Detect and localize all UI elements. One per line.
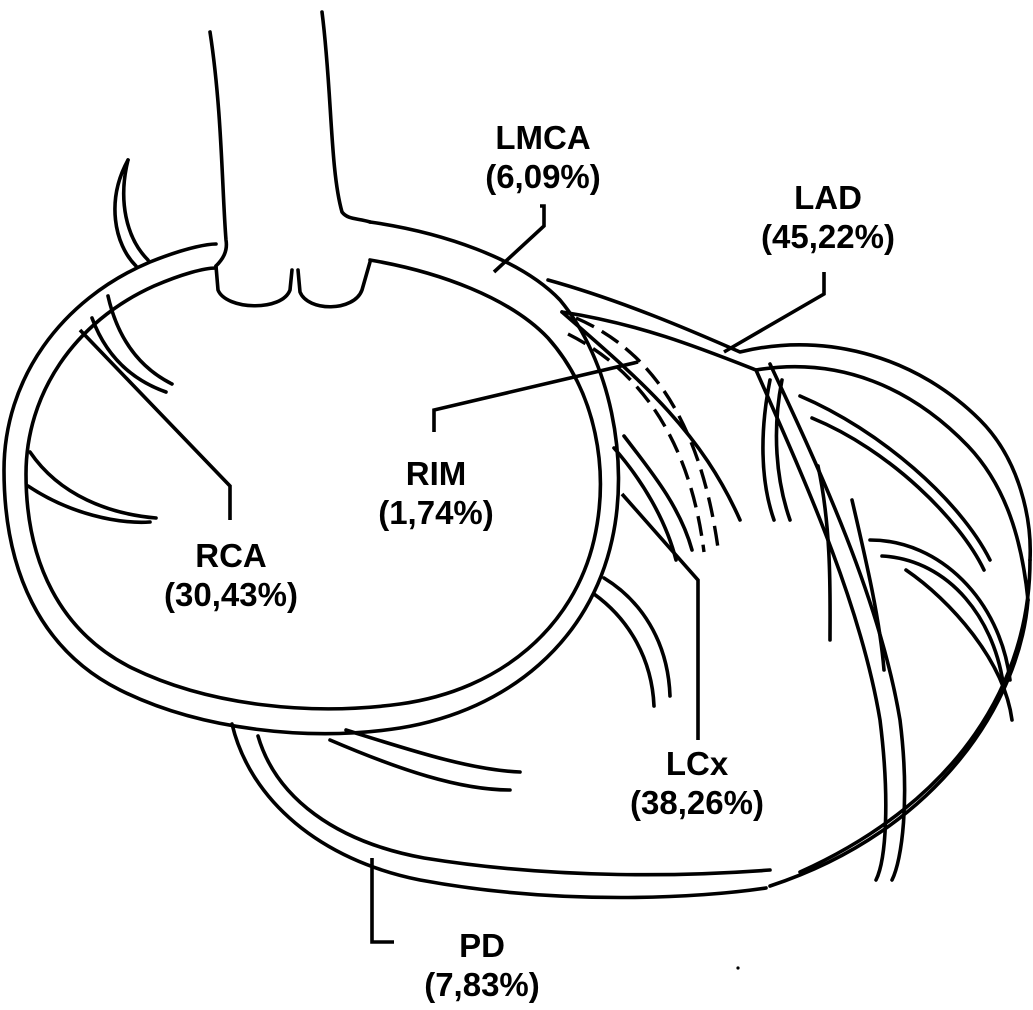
rca-leader-line bbox=[80, 330, 230, 520]
left-ventricle-apex-inner bbox=[800, 560, 1030, 872]
label-rca-value: (30,43%) bbox=[164, 575, 298, 614]
label-lmca: LMCA (6,09%) bbox=[485, 118, 601, 196]
label-lcx-name: LCx bbox=[630, 744, 764, 783]
lmca-leader-line bbox=[494, 206, 544, 272]
speck-mark bbox=[736, 966, 739, 969]
lad-septal-1b bbox=[882, 556, 1004, 690]
label-rca: RCA (30,43%) bbox=[164, 536, 298, 614]
label-lcx: LCx (38,26%) bbox=[630, 744, 764, 822]
lad-leader-line bbox=[724, 272, 824, 352]
right-heart-inner-contour bbox=[26, 260, 600, 709]
lad-diagonal-3 bbox=[852, 500, 884, 670]
lcx-branch-2b bbox=[594, 594, 654, 706]
lcx-branch-3 bbox=[346, 730, 520, 772]
label-lad-name: LAD bbox=[761, 178, 895, 217]
aorta-right-wall bbox=[322, 12, 370, 222]
right-aortic-cusp bbox=[298, 262, 370, 307]
label-lcx-value: (38,26%) bbox=[630, 783, 764, 822]
label-rim-name: RIM bbox=[378, 454, 494, 493]
rca-branch-mid bbox=[30, 452, 156, 518]
label-rim-value: (1,74%) bbox=[378, 493, 494, 532]
lcx-branch-3b bbox=[330, 740, 510, 790]
rim-dashed-inner bbox=[568, 334, 704, 552]
label-lmca-value: (6,09%) bbox=[485, 157, 601, 196]
label-rca-name: RCA bbox=[164, 536, 298, 575]
lcx-branch-2 bbox=[604, 578, 670, 696]
right-heart-outer-contour bbox=[4, 222, 619, 734]
aorta-left-wall bbox=[210, 32, 226, 266]
label-pd: PD (7,83%) bbox=[424, 926, 540, 1004]
left-ventricle-apex bbox=[770, 600, 1028, 886]
label-lad: LAD (45,22%) bbox=[761, 178, 895, 256]
label-pd-value: (7,83%) bbox=[424, 965, 540, 1004]
label-rim: RIM (1,74%) bbox=[378, 454, 494, 532]
lad-septal-2b bbox=[812, 418, 984, 570]
label-pd-name: PD bbox=[424, 926, 540, 965]
rca-branch-mid-inner bbox=[28, 486, 150, 522]
appendage-tip bbox=[124, 160, 148, 260]
label-lmca-name: LMCA bbox=[485, 118, 601, 157]
label-lad-value: (45,22%) bbox=[761, 217, 895, 256]
left-aortic-cusp bbox=[216, 266, 292, 306]
